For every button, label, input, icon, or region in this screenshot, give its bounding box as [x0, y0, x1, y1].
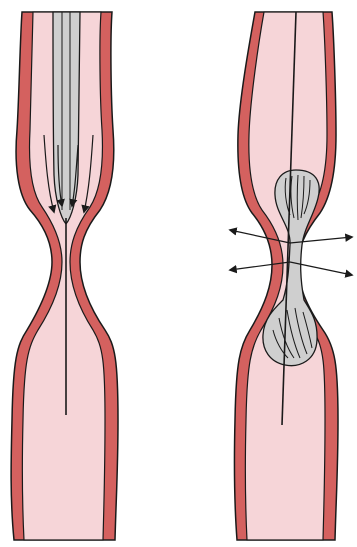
left-catheter	[53, 12, 80, 224]
right-vessel	[230, 12, 352, 540]
right-vessel-lumen	[245, 12, 327, 540]
left-vessel	[11, 12, 118, 540]
